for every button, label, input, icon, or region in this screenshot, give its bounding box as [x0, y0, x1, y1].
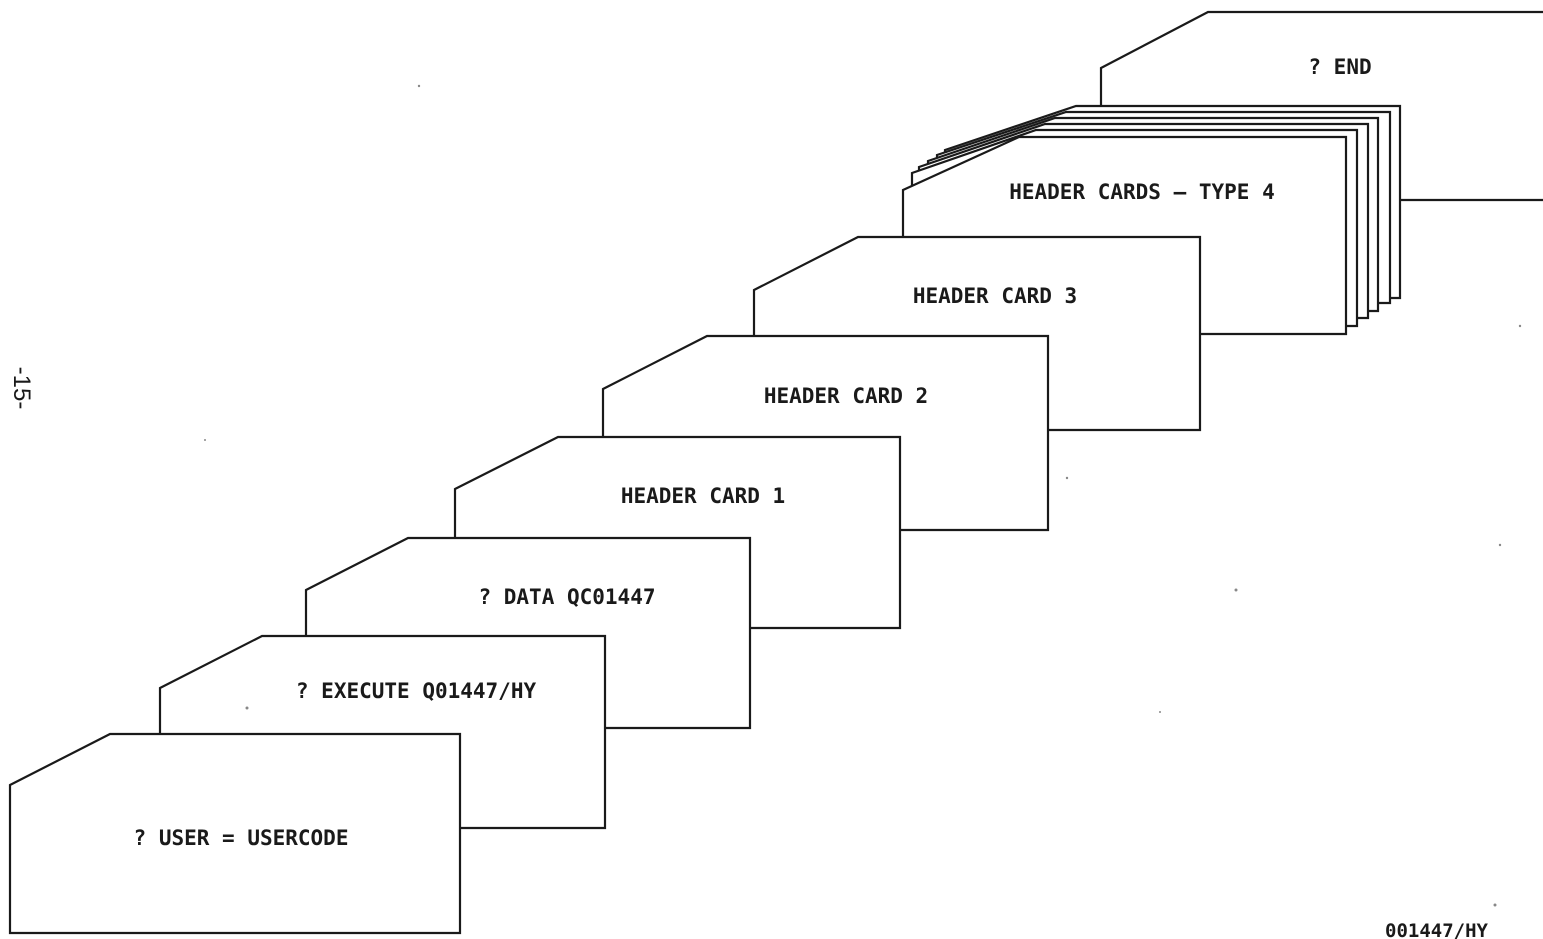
- card-label-header-cards-type-4: HEADER CARDS – TYPE 4: [1009, 180, 1275, 204]
- card-label-data: ? DATA QC01447: [478, 585, 655, 609]
- card-label-user: ? USER = USERCODE: [134, 826, 349, 850]
- page-number: -15-: [8, 367, 35, 410]
- card-label-execute: ? EXECUTE Q01447/HY: [296, 679, 537, 703]
- card-label-end: ? END: [1308, 55, 1371, 79]
- document-id: 001447/HY: [1385, 920, 1489, 939]
- card-label-header-card-2: HEADER CARD 2: [764, 384, 928, 408]
- card-label-header-card-1: HEADER CARD 1: [621, 484, 785, 508]
- card-user: ? USER = USERCODE: [10, 734, 460, 933]
- card-label-header-card-3: HEADER CARD 3: [913, 284, 1077, 308]
